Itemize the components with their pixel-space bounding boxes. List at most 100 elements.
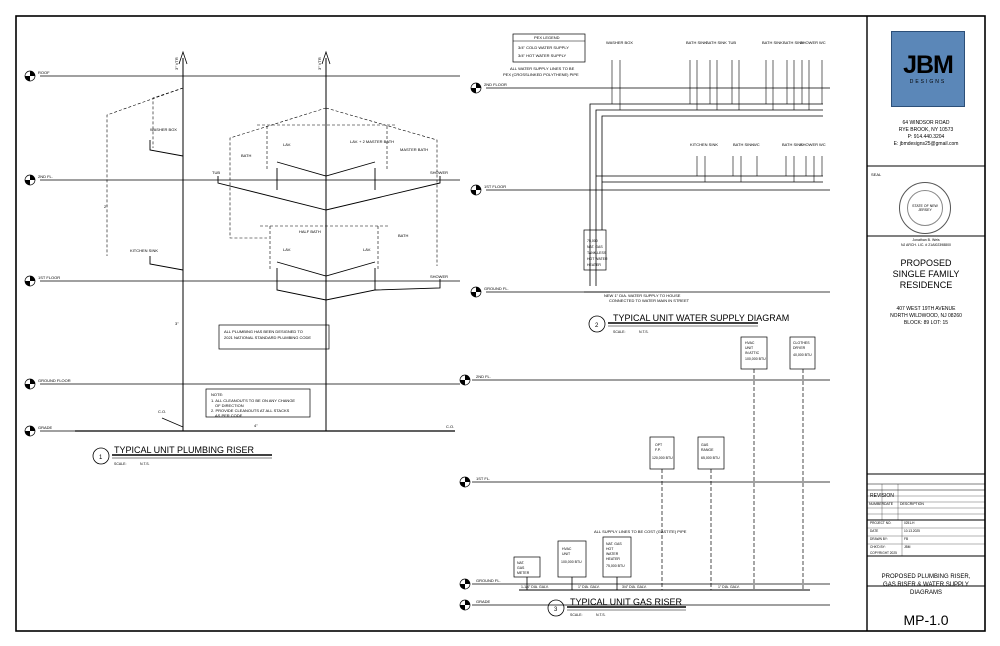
gas-fp-3: 120,000 BTU — [652, 456, 673, 460]
water-heater-2: NAT. GAS — [587, 245, 603, 249]
plumbing-note-title: NOTE: — [211, 392, 223, 397]
project-address-3: BLOCK: 89 LOT: 15 — [903, 320, 949, 326]
gas-fp-2: F.P. — [655, 448, 661, 452]
water-fixture-bath-sink-3: BATH SINK — [762, 40, 783, 45]
fixture-kitchen: KITCHEN SINK — [130, 248, 158, 253]
water-level-1st: 1ST FLOOR — [484, 184, 506, 189]
water-level-2nd: 2ND FLOOR — [484, 82, 507, 87]
plumbing-level-markers — [24, 70, 36, 437]
cleanout-label: C.O. — [158, 409, 166, 414]
title-block: JBM DESIGNS 64 WINDSOR ROAD RYE BROOK, N… — [867, 16, 985, 631]
gas-fp-1: OPT — [655, 443, 663, 447]
gas-main-size: 1-1/4" DIA. GALV. — [521, 585, 549, 589]
plumbing-level-2nd: 2ND FL. — [38, 174, 53, 179]
pex-legend: PEX LEGEND — [534, 35, 560, 40]
gas-dryer-3: 40,000 BTU — [793, 353, 812, 357]
project-title-3: RESIDENCE — [899, 280, 953, 290]
gas-heater-5: 75,000 BTU — [606, 564, 625, 568]
pipe-size-4in: 4" — [254, 423, 258, 428]
seal-license: NJ ARCH. LIC. # 21AI02398800 — [900, 243, 951, 247]
firm-phone: P: 914.440.3204 — [907, 134, 945, 140]
date-label: DATE — [870, 529, 879, 533]
fixture-tub: TUB — [212, 170, 220, 175]
title-block-grid — [867, 165, 985, 587]
water-fixture-bath-sink-5: BATH SINK — [733, 142, 754, 147]
fixture-lav4: LAV. — [363, 247, 371, 252]
plumbing-note-2b: AS PER CODE — [215, 413, 243, 418]
plumbing-note-1b: OF DIRECTION — [215, 403, 244, 408]
vtr-label-right: 3" VTR — [317, 57, 322, 70]
project-title-2: SINGLE FAMILY — [892, 269, 960, 279]
water-fixture-bath-sink-1: BATH SINK — [686, 40, 707, 45]
cleanout-label-2: C.O. — [446, 424, 454, 429]
gas-hvac-attic-2: UNIT — [745, 346, 754, 350]
seal-signature: Jonathan B. Weis NJ ARCH. LIC. # 21AI023… — [867, 238, 985, 248]
firm-email: E: jbmdesigns25@gmail.com — [893, 141, 959, 147]
plumbing-note-1: 1. ALL CLEANOUTS TO BE ON ANY CHANGE — [211, 398, 295, 403]
seal-name-text: Jonathan B. Weis — [912, 238, 940, 242]
pex-note-1: ALL WATER SUPPLY LINES TO BE — [510, 66, 575, 71]
firm-address: 64 WINDSOR ROAD RYE BROOK, NY 10573 P: 9… — [867, 120, 985, 148]
water-fixture-wc: WC — [819, 40, 826, 45]
project-no-value: 0251-H — [904, 521, 915, 525]
water-detail-number: 2 — [595, 323, 599, 329]
gas-heater-1: NAT. GAS — [606, 542, 622, 546]
fixture-bath: BATH — [241, 153, 251, 158]
water-fixture-drops — [611, 60, 823, 182]
revision-title: REVISION — [870, 493, 894, 499]
fixture-master: MASTER BATH — [400, 147, 428, 152]
water-fixture-kitchen: KITCHEN SINK — [690, 142, 718, 147]
gas-meter-1: NAT. — [517, 561, 525, 565]
sheet-number: MP-1.0 — [903, 612, 949, 628]
gas-level-ground: GROUND FL. — [476, 578, 501, 583]
water-heater-3: TANK-LESS — [587, 251, 607, 255]
revision-col-number: NUMBER — [869, 502, 885, 506]
plumbing-scale: SCALE: — [114, 462, 126, 466]
plumbing-level-grade: GRADE — [38, 425, 53, 430]
plumbing-detail-number: 1 — [99, 455, 103, 461]
gas-meter-2: GAS — [517, 566, 525, 570]
water-heater-4: HOT WATER — [587, 257, 608, 261]
gas-hvac-attic-1: HVAC — [745, 341, 755, 345]
water-scale: SCALE: — [613, 330, 625, 334]
plumbing-note-2: 2. PROVIDE CLEANOUTS AT ALL STACKS — [211, 408, 290, 413]
plumbing-level-1st: 1ST FLOOR — [38, 275, 60, 280]
project-address-2: NORTH WILDWOOD, NJ 08260 — [890, 313, 962, 319]
water-level-markers — [470, 82, 482, 298]
gas-supply-note: ALL SUPPLY LINES TO BE COST (GASTITE) PI… — [594, 529, 687, 534]
plumbing-scale-value: N.T.S. — [140, 462, 150, 466]
revision-col-date: DATE — [884, 502, 894, 506]
water-fixture-bath-sink-6: BATH SINK — [782, 142, 803, 147]
water-heater-5: HEATER — [587, 263, 601, 267]
gas-title: TYPICAL UNIT GAS RISER — [570, 597, 683, 607]
sheet-border — [15, 15, 986, 632]
plumbing-code-note-2: 2021 NATIONAL STANDARD PLUMBING CODE — [224, 335, 311, 340]
drawn-by-label: DRAWN BY: — [870, 537, 888, 541]
gas-hvac-2: UNIT — [562, 552, 571, 556]
gas-hvac-attic-4: 100,000 BTU — [745, 357, 766, 361]
project-no-label: PROJECT NO. — [870, 521, 892, 525]
gas-heater-2: HOT — [606, 547, 614, 551]
water-scale-value: N.T.S. — [639, 330, 649, 334]
water-supply-diagram — [486, 33, 830, 293]
water-fixture-bath-sink-4: BATH SINK — [783, 40, 804, 45]
seal-label: SEAL — [871, 172, 882, 177]
water-fixture-wc-2: WC — [753, 142, 760, 147]
fixture-shower: SHOWER — [430, 170, 448, 175]
water-level-ground: GROUND FL. — [484, 286, 509, 291]
project-address-1: 407 WEST 19TH AVENUE — [896, 306, 956, 312]
checked-by-label: CHK'D BY: — [870, 545, 886, 549]
gas-scale-value: N.T.S. — [596, 613, 606, 617]
plumbing-code-note-1: ALL PLUMBING HAS BEEN DESIGNED TO — [224, 329, 303, 334]
gas-scale: SCALE: — [570, 613, 582, 617]
drawn-by-value: FB — [904, 537, 909, 541]
pex-hot: 3/4" HOT WATER SUPPLY — [518, 53, 567, 58]
gas-branch-size-3: 1" DIA. GALV. — [718, 585, 740, 589]
gas-level-grade: GRADE — [476, 599, 491, 604]
fixture-lav3: LAV. — [283, 247, 291, 252]
drawing-title-2: GAS RISER & WATER SUPPLY — [883, 582, 969, 588]
drawing-title-1: PROPOSED PLUMBING RISER, — [881, 574, 971, 580]
gas-riser-diagram — [472, 336, 830, 617]
drawing-title: PROPOSED PLUMBING RISER, GAS RISER & WAT… — [867, 573, 985, 597]
